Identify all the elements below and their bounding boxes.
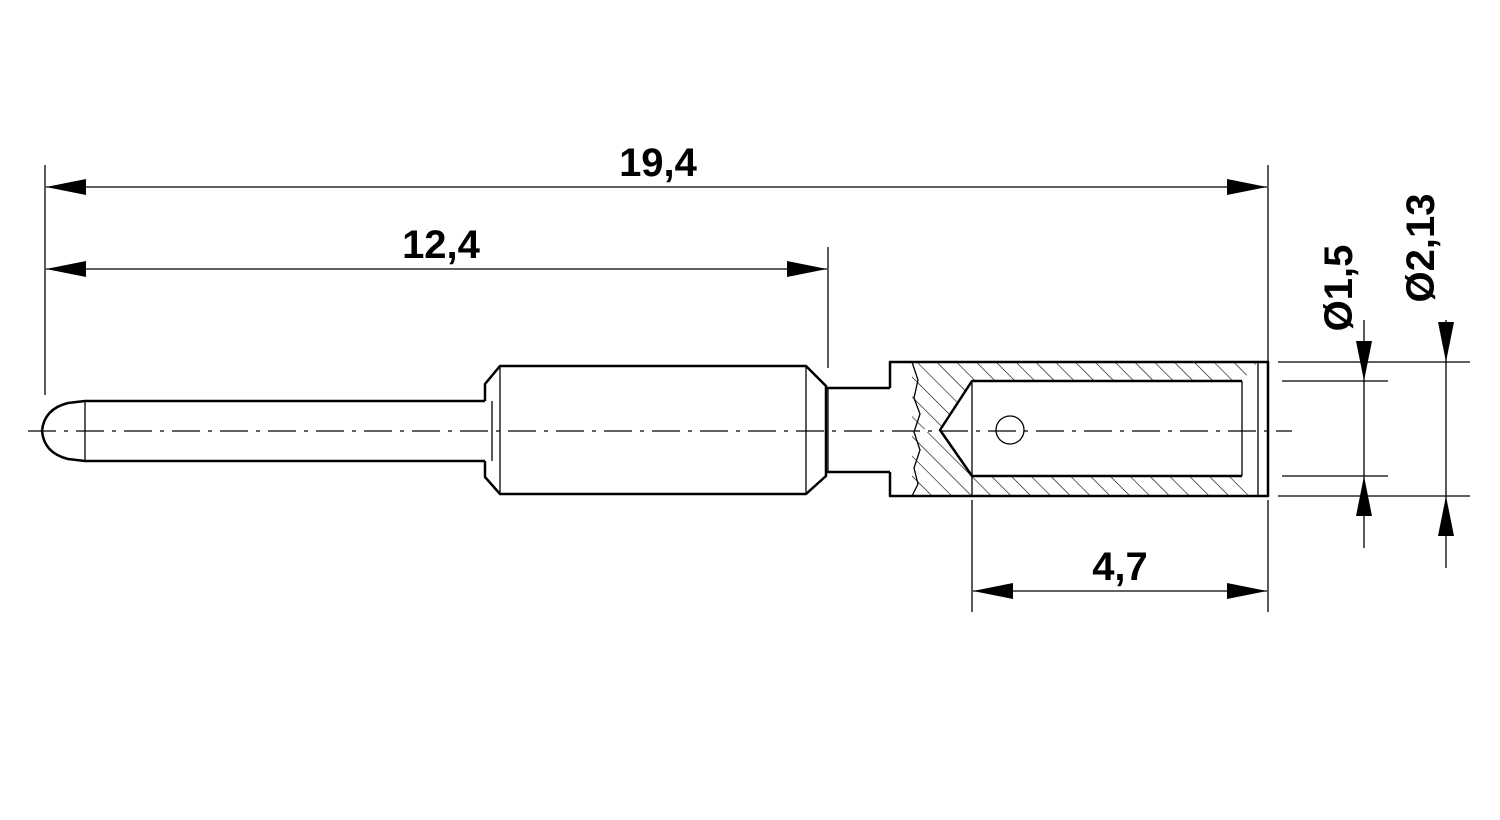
inspection-hole [995, 415, 1025, 445]
dim-overall-length: 19,4 [619, 141, 698, 185]
extension-lines [44, 165, 1470, 612]
dim-outer-diameter: Ø2,13 [1399, 194, 1443, 303]
dimension-lines [46, 179, 1454, 599]
contact-pin [40, 360, 1270, 498]
pin-collar [483, 364, 828, 496]
barrel-section-hatch [911, 361, 1258, 497]
dim-pin-length: 12,4 [402, 223, 481, 267]
dim-crimp-depth: 4,7 [1092, 545, 1148, 589]
crimp-barrel [888, 360, 1270, 498]
pin-neck [826, 386, 890, 474]
dim-inner-diameter: Ø1,5 [1317, 245, 1361, 332]
